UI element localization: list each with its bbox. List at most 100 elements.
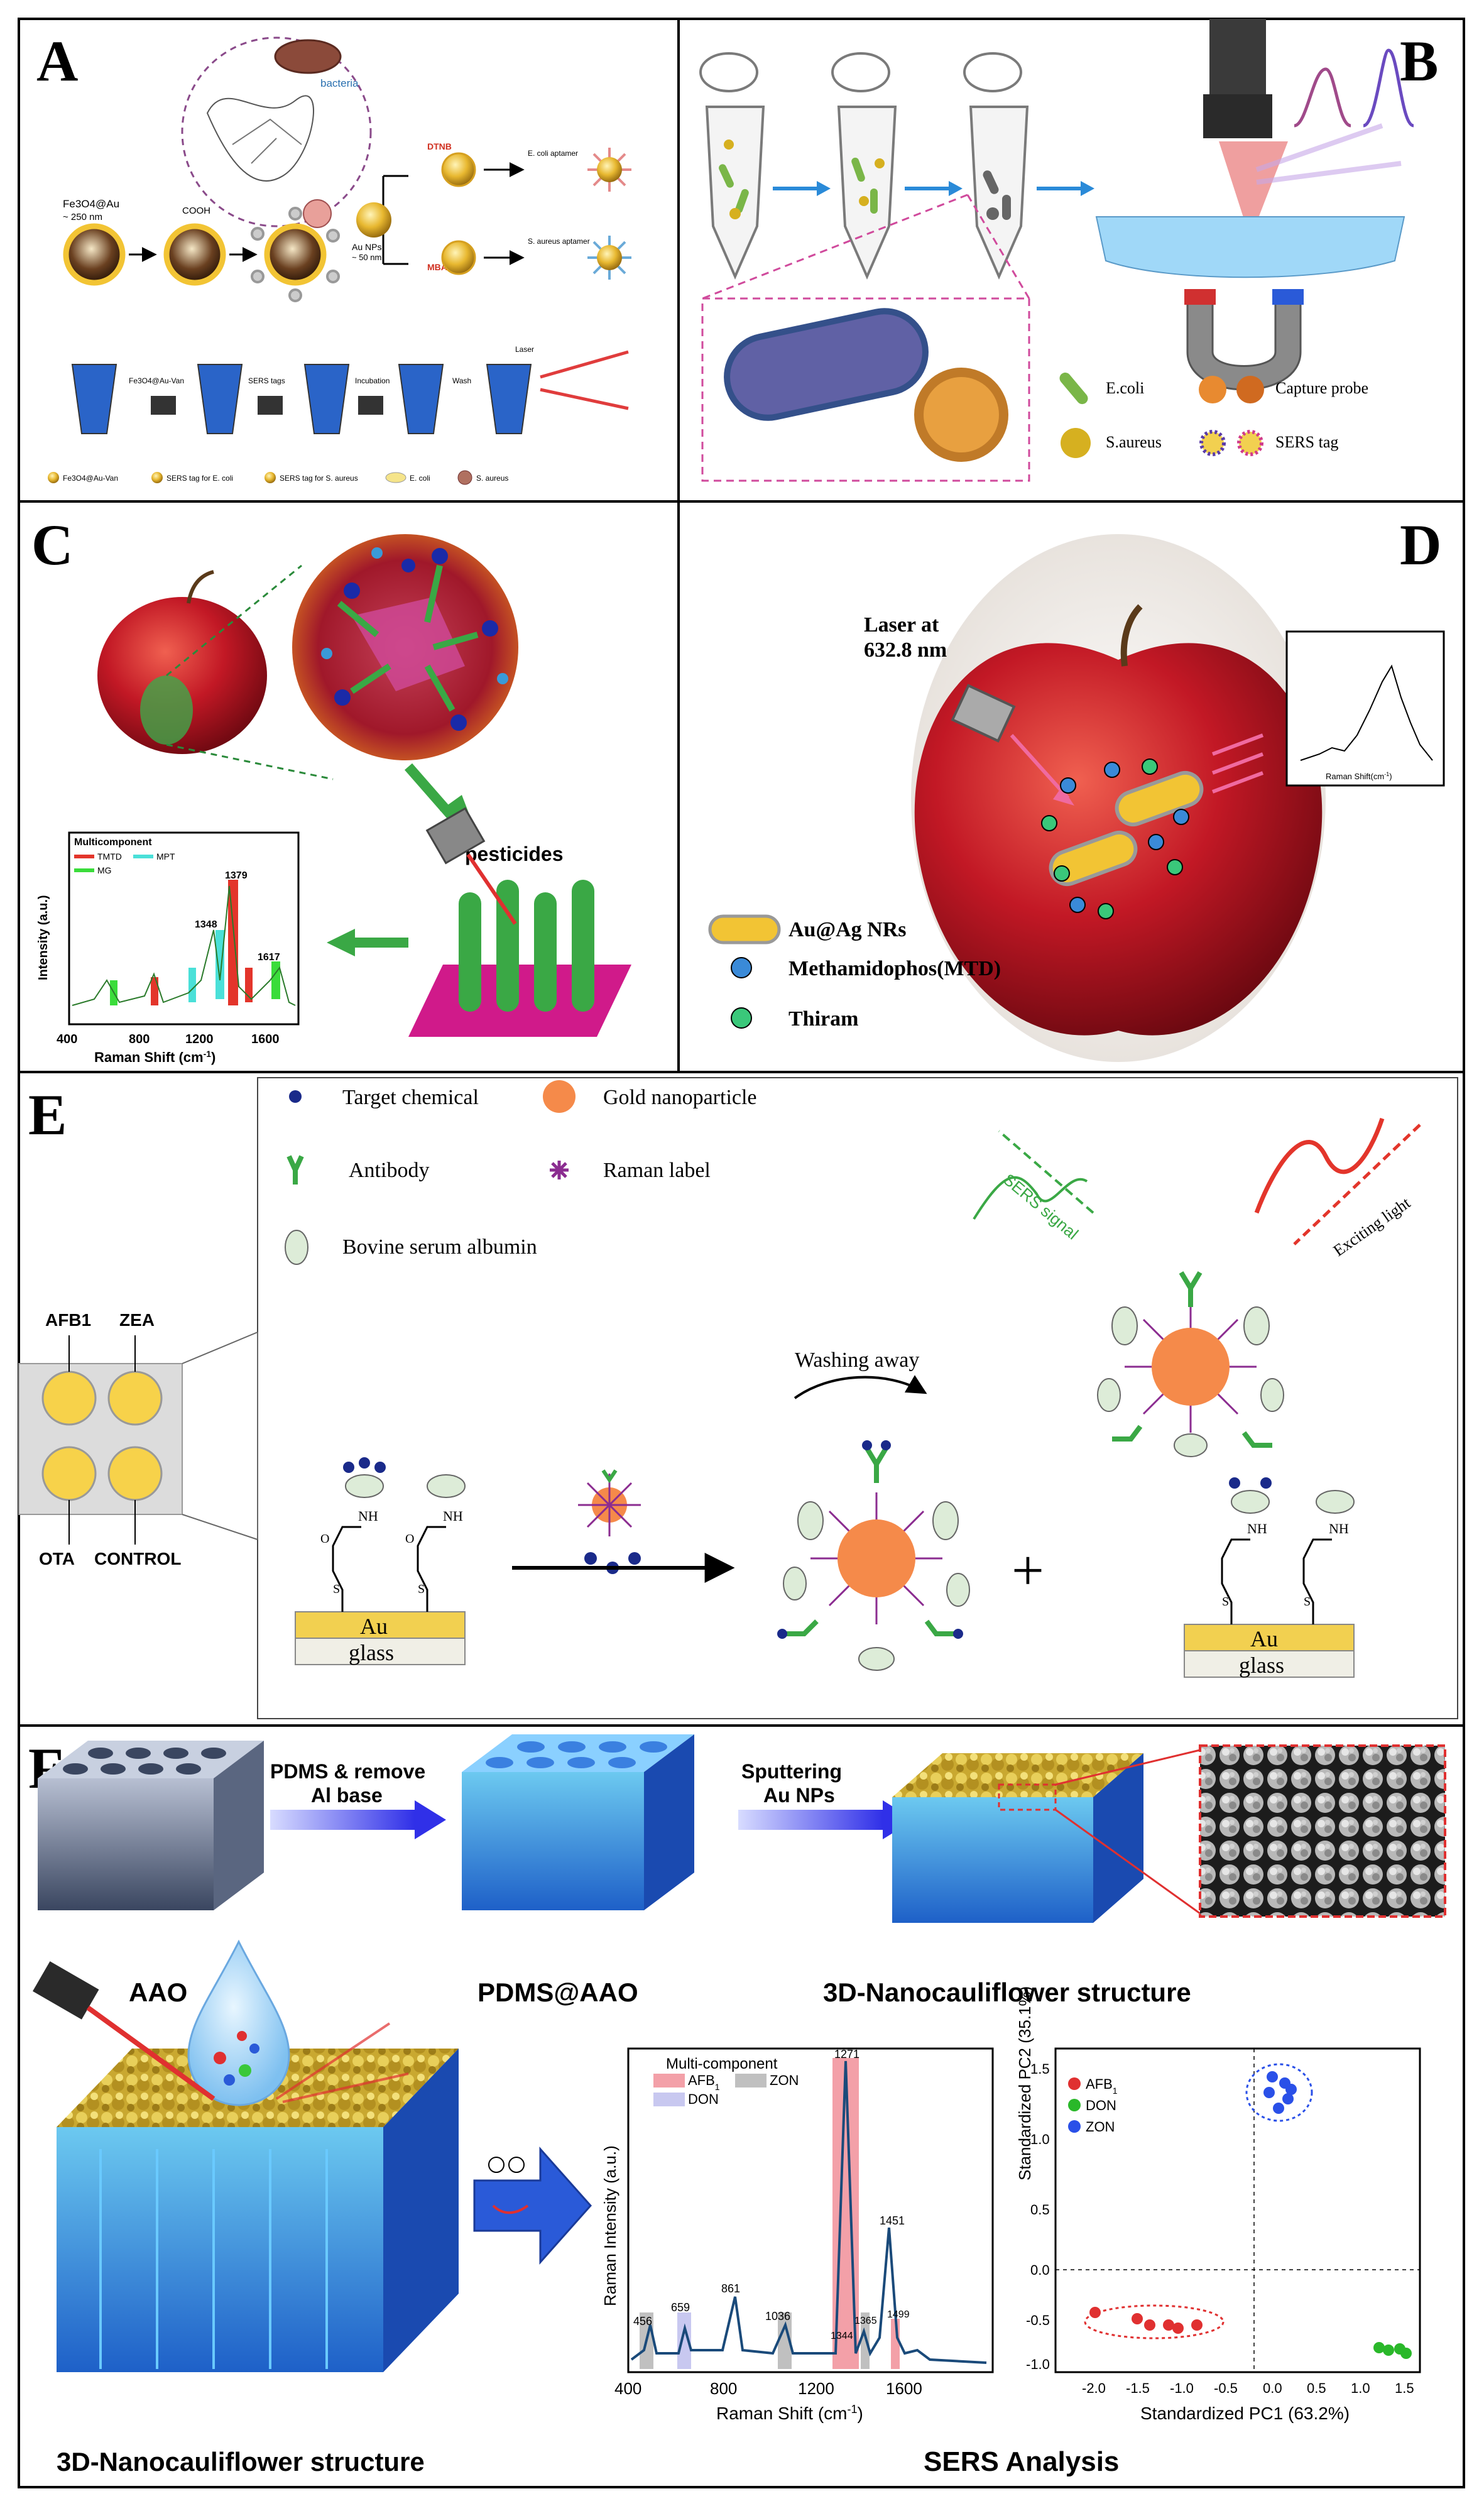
label-cauliflower-bottom: 3D-Nanocauliflower structure (57, 2447, 425, 2476)
pca-legend-1-text: AFB (1086, 2076, 1113, 2092)
cauliflower-block-bottom (57, 2049, 459, 2372)
panel-label-c: C (31, 513, 73, 577)
xlabel-f: Raman Shift (cm-1) (716, 2403, 863, 2423)
inset-xlabel-d-close: ) (1389, 772, 1392, 781)
nh-label-2: NH (443, 1508, 463, 1524)
pdms-block (462, 1734, 694, 1910)
pca-xtick-6: 0.5 (1307, 2380, 1326, 2396)
dtnb-label: DTNB (427, 141, 452, 151)
legend-a-1: Fe3O4@Au-Van (63, 474, 118, 483)
legend-c-2: MPT (156, 851, 175, 862)
peak-1451: 1451 (880, 2214, 905, 2227)
legend-d: Au@Ag NRs Methamidophos(MTD) Thiram (708, 914, 1001, 1031)
legend-c-title: Multicomponent (74, 837, 152, 848)
legend-e-4: Raman label (603, 1159, 711, 1182)
legend-b: E.coli Capture probe S.aureus SERS tag (1059, 372, 1368, 458)
process-tubes (71, 364, 532, 434)
raman-chart-c: Multicomponent TMTD MPT MG 1379 1348 161… (36, 831, 300, 1065)
pca-ylabel: Standardized PC2 (35.1%) (1015, 1986, 1034, 2180)
substrate-left: Au glass S S O O NH NH (295, 1457, 466, 1665)
xlabel-f-close: ) (858, 2404, 863, 2423)
legend-e: Target chemical Gold nanoparticle Antibo… (285, 1080, 757, 1265)
legend-a: Fe3O4@Au-Van SERS tag for E. coli SERS t… (48, 470, 508, 485)
laser-label-1: Laser at (864, 613, 939, 637)
peak-c-1617: 1617 (258, 952, 280, 963)
pca-xtick-1: -2.0 (1082, 2380, 1106, 2396)
xlabel-f-text: Raman Shift (cm (716, 2404, 848, 2423)
legend-e-5: Bovine serum albumin (342, 1235, 537, 1259)
peak-c-1379: 1379 (225, 870, 248, 881)
peak-456: 456 (633, 2315, 652, 2328)
xlabel-f-exponent: -1 (848, 2403, 858, 2416)
probe-small (578, 1469, 641, 1574)
legend-b-2: Capture probe (1275, 379, 1368, 397)
tubes-b (699, 52, 1029, 280)
xtick-c-1200: 1200 (185, 1032, 214, 1046)
pca-legend-3: ZON (1086, 2119, 1115, 2135)
pca-legend-1-subscript: 1 (1113, 2086, 1118, 2096)
xtick-f-1200: 1200 (798, 2379, 834, 2398)
xtick-c-1600: 1600 (251, 1032, 280, 1046)
xlabel-c-exponent: -1 (204, 1049, 212, 1059)
panel-b: B E.coli Capture probe S.aureus SERS tag (677, 18, 1465, 503)
legend-a-4: E. coli (410, 474, 430, 483)
ylabel-c: Intensity (a.u.) (36, 895, 50, 980)
np-size-1: ~ 250 nm (63, 212, 102, 222)
peak-1499: 1499 (887, 2309, 910, 2320)
legend-b-3: S.aureus (1106, 433, 1162, 451)
au-nps-label: Au NPs (352, 242, 381, 252)
pca-legend-2: DON (1086, 2098, 1116, 2113)
probe-right (1097, 1271, 1284, 1457)
arrow1-line2: Al base (311, 1784, 383, 1807)
pca-ytick-2: 1.0 (1030, 2131, 1050, 2147)
arrow2-line1: Sputtering (741, 1760, 842, 1783)
panel-a: A bacteria Fe3O4@Au ~ 250 nm COOH Au NPs… (18, 18, 680, 503)
legend-f-1: AFB1 (688, 2072, 720, 2092)
legend-e-1: Target chemical (342, 1086, 479, 1109)
panel-d: D Laser at 632.8 nm Raman Shift(cm-1) Au… (677, 500, 1465, 1073)
pca-ytick-4: 0.0 (1030, 2262, 1050, 2278)
s-label-2: S (418, 1582, 425, 1596)
panel-e: E Target chemical Gold nanoparticle Anti… (18, 1071, 1465, 1727)
np-label-1: Fe3O4@Au (63, 198, 119, 210)
xlabel-c-text: Raman Shift (cm (94, 1049, 204, 1065)
xtick-f-400: 400 (614, 2379, 641, 2398)
substrate-right: Au glass S S NH NH (1184, 1477, 1355, 1678)
step-2: SERS tags (248, 376, 285, 385)
legend-c-1: TMTD (97, 851, 122, 862)
pca-xtick-4: -0.5 (1214, 2380, 1238, 2396)
xlabel-c-close: ) (211, 1049, 216, 1065)
s-label-4: S (1304, 1595, 1311, 1609)
peak-1036: 1036 (765, 2310, 790, 2323)
washing-label: Washing away (795, 1349, 919, 1372)
xtick-c-400: 400 (57, 1032, 77, 1046)
mba-label: MBA (427, 262, 447, 272)
nh-label-1: NH (358, 1508, 378, 1524)
legend-b-4: SERS tag (1275, 433, 1338, 451)
label-aao: AAO (129, 1978, 187, 2007)
legend-f-2: ZON (770, 2072, 799, 2088)
au-label-1: Au (360, 1614, 388, 1639)
s-label-1: S (333, 1582, 340, 1596)
peak-1271: 1271 (834, 2048, 859, 2060)
legend-f-title: Multi-component (666, 2055, 778, 2072)
chip-ota: OTA (39, 1549, 75, 1568)
aao-block (38, 1741, 264, 1910)
panel-label-d: D (1400, 513, 1441, 577)
peak-1344: 1344 (831, 2331, 853, 2341)
cooh-label: COOH (182, 205, 210, 216)
legend-e-3: Antibody (349, 1159, 429, 1182)
panel-c: C pesticides Multicomponent TMTD MPT MG … (18, 500, 680, 1073)
chip-control: CONTROL (94, 1549, 181, 1568)
arrow2-line2: Au NPs (763, 1784, 835, 1807)
xtick-f-800: 800 (710, 2379, 737, 2398)
pca-xtick-5: 0.0 (1263, 2380, 1282, 2396)
s-label-3: S (1222, 1595, 1229, 1609)
raman-chart-f: Multi-component AFB1 ZON DON 1271 1451 8… (601, 2047, 994, 2423)
nh-label-4: NH (1329, 1521, 1349, 1536)
chip-zea: ZEA (119, 1310, 155, 1330)
pca-xtick-7: 1.0 (1351, 2380, 1370, 2396)
legend-a-3: SERS tag for S. aureus (280, 474, 358, 483)
legend-f-3: DON (688, 2091, 719, 2107)
